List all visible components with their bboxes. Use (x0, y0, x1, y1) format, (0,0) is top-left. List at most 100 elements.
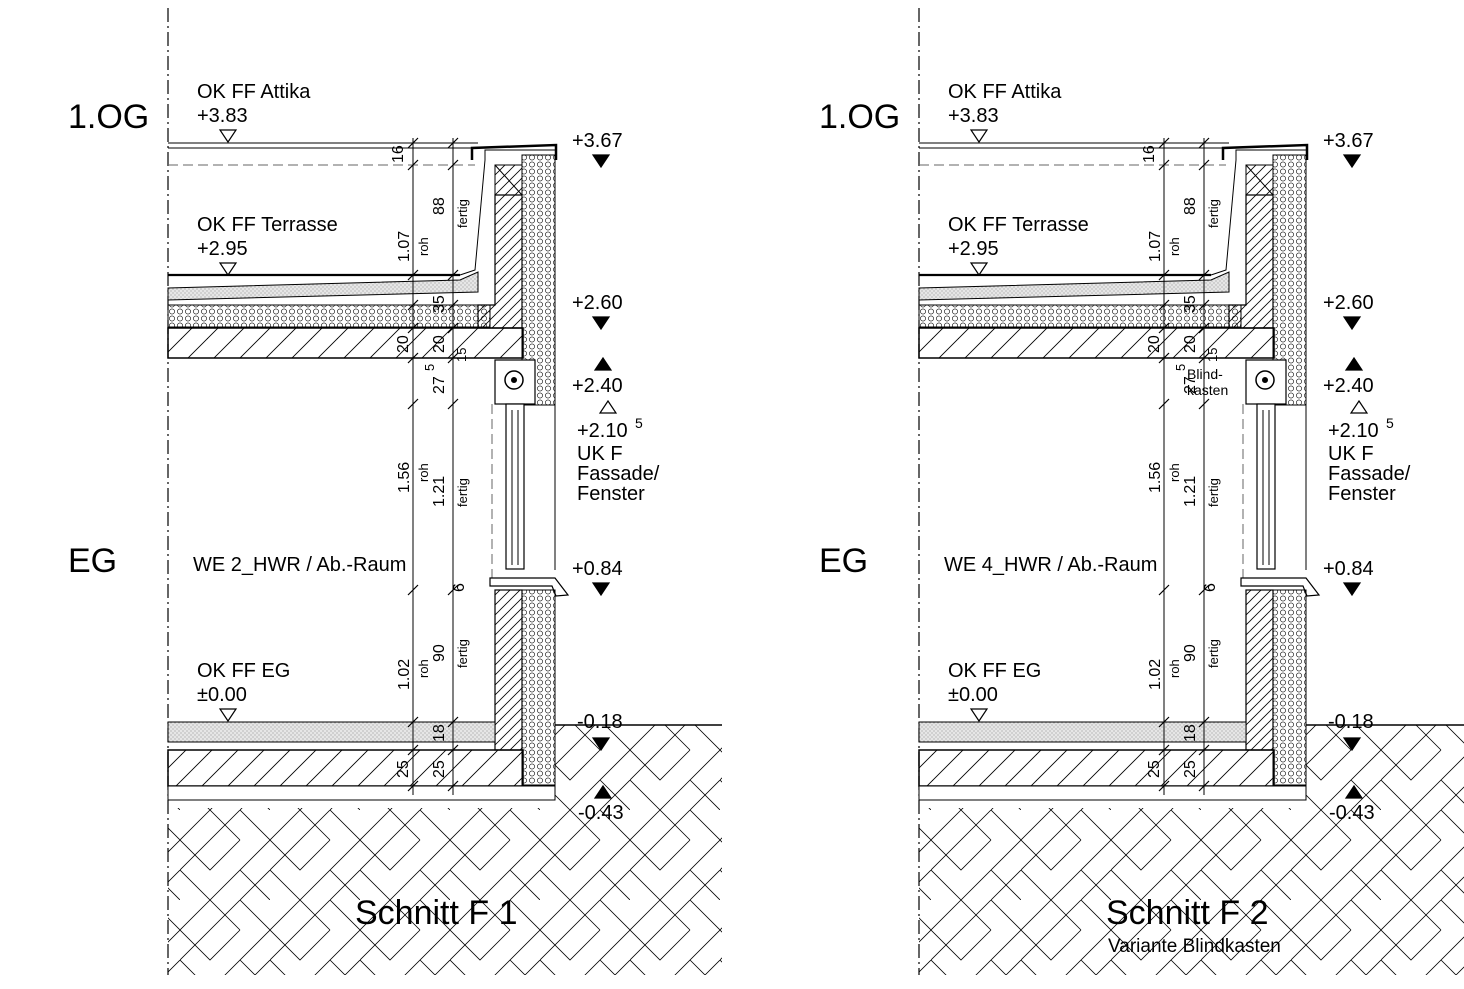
dim-102: 1.02 (1147, 659, 1164, 690)
dim-roh-b: roh (416, 463, 431, 482)
level-lintel-marker (1344, 356, 1364, 371)
dim-121: 1.21 (431, 476, 448, 507)
eg-marker (969, 708, 989, 723)
dim-20a: 20 (395, 335, 412, 353)
window-frame (505, 403, 525, 570)
dim-15: 15 (454, 348, 469, 362)
terrace-value: +2.95 (948, 238, 999, 260)
floor-insulation (918, 785, 1307, 801)
dim-roh-b: roh (1167, 463, 1182, 482)
window-sill (489, 577, 570, 597)
level-ground-marker (591, 737, 611, 752)
level-window-top: +2.10 (1328, 420, 1379, 442)
level-top: +3.67 (572, 130, 623, 152)
level-slab-marker (1342, 316, 1362, 331)
terrace-marker (218, 262, 238, 277)
level-top: +3.67 (1323, 130, 1374, 152)
level-ground-marker (1342, 737, 1362, 752)
dim-88: 88 (1182, 197, 1199, 215)
shutter-roll (504, 370, 524, 390)
level-ground: -0.18 (1328, 711, 1374, 733)
window-frame (1256, 403, 1276, 570)
dim-15: 15 (1205, 348, 1220, 362)
level-foundation-marker (1344, 784, 1364, 799)
dim-27-sup: 5 (1173, 364, 1188, 371)
facade-note-3: Fenster (577, 483, 645, 505)
dim-20b: 20 (1182, 335, 1199, 353)
level-sill-marker (591, 582, 611, 597)
eg-label: OK FF EG (197, 660, 290, 682)
window-sill (1240, 577, 1321, 597)
dim-25b: 25 (431, 760, 448, 778)
dim-27-sup: 5 (422, 364, 437, 371)
dim-20b: 20 (431, 335, 448, 353)
dim-18: 18 (1182, 724, 1199, 742)
lower-wall (494, 589, 523, 751)
dim-121: 1.21 (1182, 476, 1199, 507)
floor-label-lower: EG (68, 542, 117, 580)
dim-25b: 25 (1182, 760, 1199, 778)
parapet-wall (477, 194, 523, 329)
floor-insulation (167, 785, 556, 801)
dim-25a: 25 (1146, 760, 1163, 778)
level-window-top: +2.10 (577, 420, 628, 442)
dim-fertig-a: fertig (1206, 199, 1221, 228)
floor-label-upper: 1.OG (68, 98, 149, 136)
level-top-marker (591, 154, 611, 169)
facade-note-2: Fassade/ (577, 463, 660, 485)
level-top-marker (1342, 154, 1362, 169)
room-label: WE 4_HWR / Ab.-Raum (944, 554, 1157, 576)
shutter-roll (1255, 370, 1275, 390)
dim-107: 1.07 (396, 231, 413, 262)
floor-slab (918, 749, 1275, 787)
level-lintel-marker (593, 356, 613, 371)
terrace-label: OK FF Terrasse (197, 214, 338, 236)
roof-slab (167, 327, 524, 359)
dim-roh-a: roh (416, 237, 431, 256)
dim-27: 27 (1182, 376, 1199, 394)
dim-156: 1.56 (1147, 462, 1164, 493)
level-sill-marker (1342, 582, 1362, 597)
blindkasten-label-2: kasten (1187, 382, 1228, 398)
facade-note-1: UK F (1328, 443, 1374, 465)
attika-value: +3.83 (197, 105, 248, 127)
dim-102: 1.02 (396, 659, 413, 690)
dim-6: 6 (1202, 583, 1219, 592)
terrace-label: OK FF Terrasse (948, 214, 1089, 236)
dim-25a: 25 (395, 760, 412, 778)
dim-90: 90 (1182, 644, 1199, 662)
attika-label: OK FF Attika (197, 81, 311, 103)
dim-fertig-c: fertig (1206, 639, 1221, 668)
dim-16: 16 (1141, 145, 1158, 163)
eg-label: OK FF EG (948, 660, 1041, 682)
attika-marker (218, 129, 238, 144)
parapet-cap (1221, 143, 1309, 160)
dim-90: 90 (431, 644, 448, 662)
section-title: Schnitt F 2 (1106, 894, 1269, 932)
level-slab: +2.60 (1323, 292, 1374, 314)
level-window-marker (1349, 399, 1369, 414)
dim-35: 35 (431, 295, 448, 313)
terrace-value: +2.95 (197, 238, 248, 260)
floor-label-lower: EG (819, 542, 868, 580)
section-subtitle: Variante Blindkasten (1108, 936, 1281, 957)
level-window-top-sup: 5 (635, 415, 643, 431)
dim-fertig-b: fertig (455, 478, 470, 507)
dim-16: 16 (390, 145, 407, 163)
attika-marker (969, 129, 989, 144)
section-title: Schnitt F 1 (355, 894, 518, 932)
lower-wall (1245, 589, 1274, 751)
facade-note-2: Fassade/ (1328, 463, 1411, 485)
level-window-top-sup: 5 (1386, 415, 1394, 431)
facade-note-3: Fenster (1328, 483, 1396, 505)
floor-slab (167, 749, 524, 787)
parapet-cap (470, 143, 558, 160)
dim-fertig-b: fertig (1206, 478, 1221, 507)
eg-value: ±0.00 (197, 684, 247, 706)
dim-18: 18 (431, 724, 448, 742)
blindkasten-label-1: Blind- (1187, 366, 1223, 382)
level-foundation: -0.43 (578, 802, 624, 824)
level-sill: +0.84 (1323, 558, 1374, 580)
